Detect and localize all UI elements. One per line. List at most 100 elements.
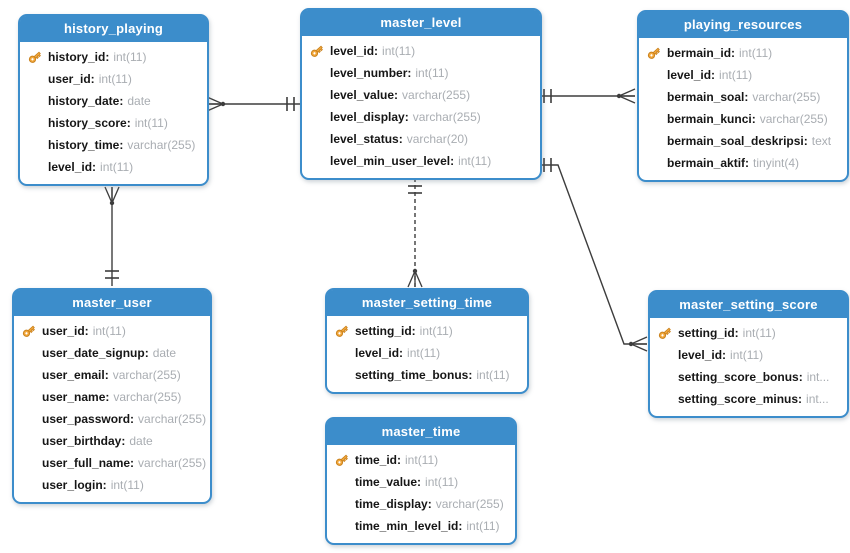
table-master_level[interactable]: master_level level_id:int(11) level_number… [300, 8, 542, 180]
field-name: level_min_user_level: [330, 154, 455, 168]
field-type: int(11) [98, 72, 132, 86]
field-type: varchar(255) [138, 456, 206, 470]
field-row-setting_time_bonus: setting_time_bonus:int(11) [333, 364, 523, 386]
field-row-level_status: level_status:varchar(20) [308, 128, 536, 150]
field-name: level_id: [48, 160, 97, 174]
field-name: time_min_level_id: [355, 519, 463, 533]
field-name: history_score: [48, 116, 131, 130]
field-row-user_date_signup: user_date_signup:date [20, 342, 206, 364]
table-title: master_time [327, 419, 515, 445]
field-type: int(11) [134, 116, 168, 130]
field-name: level_value: [330, 88, 399, 102]
field-type: int(11) [405, 453, 439, 467]
field-name: bermain_soal: [667, 90, 749, 104]
field-row-user_login: user_login:int(11) [20, 474, 206, 496]
field-row-level_id: level_id:int(11) [333, 342, 523, 364]
table-fields: setting_id:int(11)level_id:int(11)settin… [650, 318, 847, 416]
field-type: int(11) [742, 326, 776, 340]
field-type: varchar(255) [412, 110, 481, 124]
table-fields: bermain_id:int(11)level_id:int(11)bermai… [639, 38, 847, 180]
field-row-time_min_level_id: time_min_level_id:int(11) [333, 515, 511, 537]
relation-master_user-history_playing [104, 186, 120, 286]
field-type: int(11) [382, 44, 416, 58]
primary-key-icon [310, 45, 323, 57]
field-name: setting_score_minus: [678, 392, 803, 406]
field-row-level_id: level_id:int(11) [308, 40, 536, 62]
primary-key-icon [647, 47, 660, 59]
field-type: varchar(255) [113, 390, 182, 404]
field-type: int(11) [92, 324, 126, 338]
relation-master_level-playing_resources [536, 88, 636, 104]
field-row-time_value: time_value:int(11) [333, 471, 511, 493]
field-type: int(11) [100, 160, 134, 174]
primary-key-icon [28, 51, 41, 63]
field-name: setting_score_bonus: [678, 370, 803, 384]
field-row-level_display: level_display:varchar(255) [308, 106, 536, 128]
field-name: level_id: [355, 346, 404, 360]
field-row-history_id: history_id:int(11) [26, 46, 203, 68]
field-name: level_id: [678, 348, 727, 362]
primary-key-icon [335, 454, 348, 466]
field-type: varchar(255) [138, 412, 206, 426]
field-name: user_id: [42, 324, 89, 338]
field-name: history_id: [48, 50, 110, 64]
field-name: level_id: [330, 44, 379, 58]
field-row-user_email: user_email:varchar(255) [20, 364, 206, 386]
field-type: int(11) [739, 46, 773, 60]
field-row-setting_id: setting_id:int(11) [656, 322, 843, 344]
field-row-bermain_soal_deskripsi: bermain_soal_deskripsi:text [645, 130, 843, 152]
field-row-bermain_kunci: bermain_kunci:varchar(255) [645, 108, 843, 130]
table-title: playing_resources [639, 12, 847, 38]
field-row-level_id: level_id:int(11) [656, 344, 843, 366]
field-row-user_id: user_id:int(11) [20, 320, 206, 342]
field-type: int(11) [110, 478, 144, 492]
field-name: user_date_signup: [42, 346, 149, 360]
field-name: user_login: [42, 478, 107, 492]
field-type: varchar(20) [406, 132, 469, 146]
field-row-history_time: history_time:varchar(255) [26, 134, 203, 156]
field-name: level_number: [330, 66, 412, 80]
field-type: varchar(255) [402, 88, 471, 102]
field-name: setting_time_bonus: [355, 368, 473, 382]
field-type: text [811, 134, 832, 148]
field-row-bermain_id: bermain_id:int(11) [645, 42, 843, 64]
field-name: level_status: [330, 132, 403, 146]
field-name: time_value: [355, 475, 422, 489]
field-name: user_password: [42, 412, 135, 426]
primary-key-icon [22, 325, 35, 337]
field-row-setting_score_bonus: setting_score_bonus:int... [656, 366, 843, 388]
field-name: time_id: [355, 453, 402, 467]
field-name: user_full_name: [42, 456, 135, 470]
field-name: user_birthday: [42, 434, 126, 448]
field-row-time_id: time_id:int(11) [333, 449, 511, 471]
table-title: master_level [302, 10, 540, 36]
primary-key-icon [335, 325, 348, 337]
field-row-bermain_aktif: bermain_aktif:tinyint(4) [645, 152, 843, 174]
field-name: user_email: [42, 368, 109, 382]
field-name: bermain_kunci: [667, 112, 756, 126]
field-name: setting_id: [355, 324, 416, 338]
field-type: int... [806, 370, 830, 384]
field-row-level_value: level_value:varchar(255) [308, 84, 536, 106]
relation-master_level-history_playing [206, 96, 302, 112]
field-row-setting_score_minus: setting_score_minus:int... [656, 388, 843, 410]
table-fields: level_id:int(11)level_number:int(11)leve… [302, 36, 540, 178]
field-type: int(11) [730, 348, 764, 362]
field-type: date [129, 434, 153, 448]
table-title: history_playing [20, 16, 207, 42]
field-row-level_min_user_level: level_min_user_level:int(11) [308, 150, 536, 172]
field-type: date [152, 346, 177, 360]
field-row-setting_id: setting_id:int(11) [333, 320, 523, 342]
field-name: history_time: [48, 138, 124, 152]
field-type: int(11) [407, 346, 441, 360]
field-name: level_display: [330, 110, 409, 124]
field-name: user_name: [42, 390, 110, 404]
